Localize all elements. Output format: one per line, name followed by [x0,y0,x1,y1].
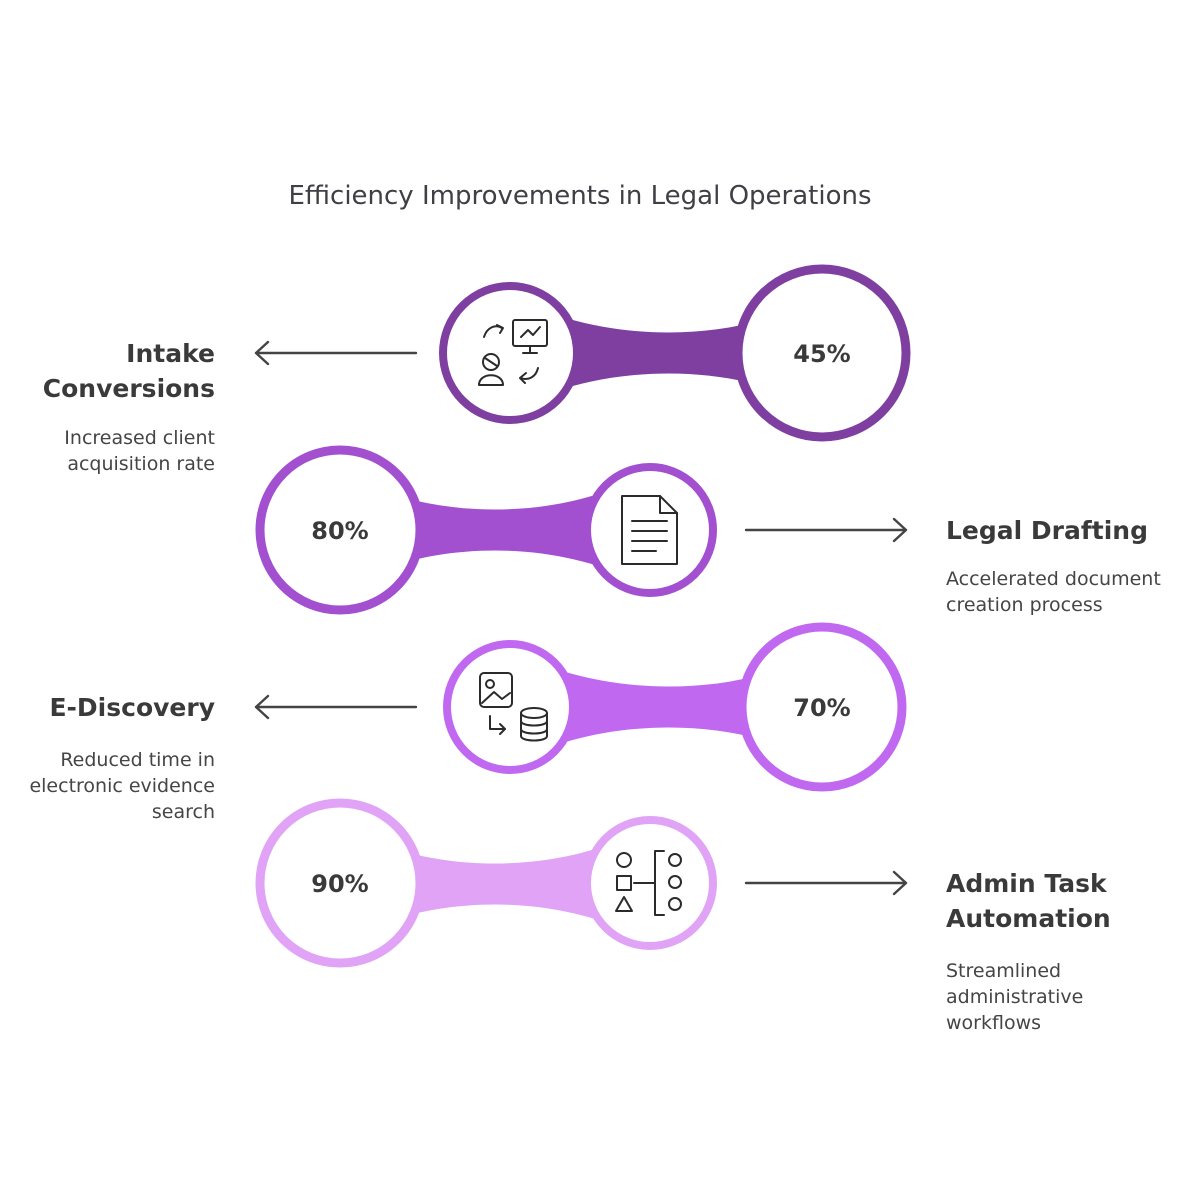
inner-ring [596,476,704,584]
percent-value: 45% [793,340,850,368]
connector-band [510,295,820,411]
inner-ring [753,638,891,776]
percent-circle [733,264,911,442]
description-line-2: acquisition rate [67,453,215,475]
arrow-right [744,870,908,896]
description-line-1: Increased client [64,427,215,449]
description-line-1: Reduced time in [60,749,215,771]
description-line-2: electronic evidence [29,775,215,797]
row-e-discovery: 70% E-Discovery Reduced time in electron… [29,622,907,823]
heading-line-2: Automation [946,904,1111,933]
row-admin-task-automation: 90% Admin Task Automation Streamlined ad… [255,798,1111,1034]
inner-ring [596,829,704,937]
row-intake-conversions: 45% Intake Conversions Increased client … [43,264,911,475]
inner-ring [271,461,409,599]
heading-line-1: E-Discovery [49,693,215,722]
description-line-3: search [152,801,215,823]
percent-value: 90% [311,870,368,898]
percent-circle [737,622,907,792]
arrow-left [254,694,418,720]
description-line-2: creation process [946,594,1103,616]
arrow-right [744,517,908,543]
description-line-1: Accelerated document [946,568,1161,590]
document-icon [621,495,678,565]
inner-ring [453,296,567,410]
percent-value: 70% [793,694,850,722]
percent-value: 80% [311,517,368,545]
intake-workflow-icon [478,319,548,386]
description-line-2: administrative [946,986,1083,1008]
inner-ring [271,814,409,952]
heading-line-2: Conversions [43,374,215,403]
image-to-database-icon [479,672,548,742]
connector-band [510,649,822,765]
heading-line-1: Legal Drafting [946,516,1148,545]
heading-line-1: Intake [126,339,215,368]
shapes-sorting-icon [615,850,682,916]
percent-circle [255,445,425,615]
page-title: Efficiency Improvements in Legal Operati… [288,181,871,211]
row-legal-drafting: 80% Legal Drafting Accelerated document … [255,445,1161,616]
percent-circle [255,798,425,968]
arrow-left [254,340,418,366]
inner-ring [456,653,564,761]
icon-circle [439,282,581,424]
description-line-1: Streamlined [946,960,1061,982]
heading-line-1: Admin Task [946,869,1108,898]
inner-ring [749,280,895,426]
description-line-3: workflows [946,1012,1041,1034]
